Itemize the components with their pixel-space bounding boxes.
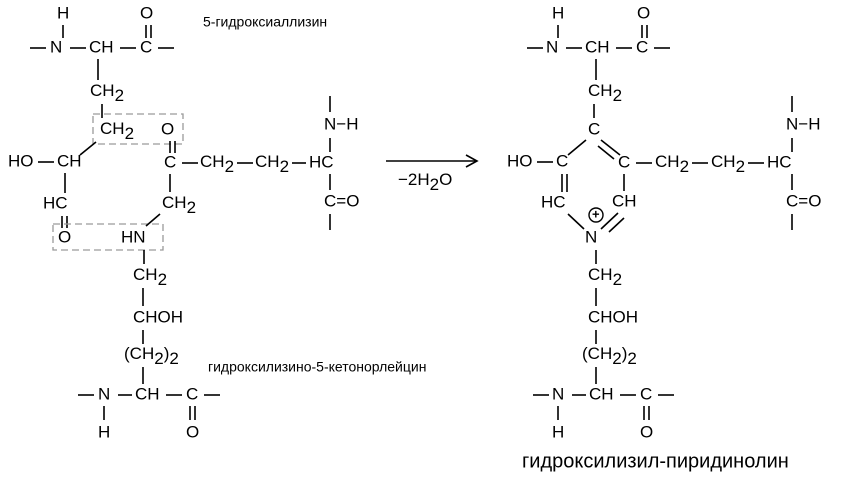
atom-n-bottom: N: [98, 384, 110, 403]
group-choh: CHOH: [133, 307, 183, 326]
atom-h-top: H: [552, 3, 564, 22]
group-nh: HN: [121, 227, 146, 246]
group-hc-right: HC: [767, 152, 792, 171]
reactant-top-name: 5-гидроксиаллизин: [203, 14, 327, 30]
positive-charge-circle: [588, 207, 604, 223]
atom-h-top: H: [57, 3, 69, 22]
atom-o-bottom: O: [640, 422, 653, 441]
group-ch2-2: CH2: [100, 119, 134, 143]
reactant-bottom-name: гидроксилизино-5-кетонорлейцин: [208, 359, 426, 375]
group-nh-right: N−H: [786, 114, 820, 133]
group-nh-right: N−H: [324, 114, 358, 133]
group-ch2-n: (CH2)2: [582, 344, 637, 368]
bond: [600, 212, 619, 230]
atom-ch-top: CH: [89, 37, 114, 56]
bond: [145, 213, 161, 227]
atom-ch-bottom: CH: [135, 384, 160, 403]
atom-ch-top: CH: [585, 37, 610, 56]
group-ch2-3: CH2: [200, 152, 234, 176]
reaction-arrow: −2H2O: [386, 154, 479, 194]
highlight-box-nh: [52, 223, 164, 251]
bond: [597, 145, 615, 160]
group-c-eq-o: C=O: [324, 191, 359, 210]
group-ch-ring: CH: [612, 191, 637, 210]
atom-o-top: O: [140, 3, 153, 22]
atom-c-bottom: C: [186, 384, 198, 403]
product-molecule: H N CH C O CH2 C HO C HC C CH N +: [507, 3, 821, 472]
group-ch2-4: CH2: [711, 152, 745, 176]
atom-c-ring-top: C: [588, 119, 600, 138]
group-ho: HO: [8, 151, 34, 170]
group-ho: HO: [507, 151, 533, 170]
highlight-box-ch2: [92, 113, 184, 145]
group-ch2-n: (CH2)2: [124, 344, 179, 368]
group-hc: HC: [43, 193, 68, 212]
group-ch2-1: CH2: [588, 81, 622, 105]
group-ch2-4: CH2: [255, 152, 289, 176]
product-name: гидроксилизил-пиридинолин: [522, 450, 789, 472]
atom-n-top: N: [50, 37, 62, 56]
bond: [600, 139, 621, 156]
atom-c-bottom: C: [640, 384, 652, 403]
atom-n-top: N: [546, 37, 558, 56]
reactant-molecule: H N CH C O 5-гидроксиаллизин CH2 CH2 O H…: [8, 3, 426, 441]
group-ch2-1: CH2: [90, 81, 124, 105]
positive-charge: +: [592, 206, 600, 221]
atom-c-keto: C: [164, 152, 176, 171]
atom-o-top: O: [637, 3, 650, 22]
byproduct-label: −2H2O: [398, 170, 452, 194]
atom-n-bottom: N: [552, 384, 564, 403]
atom-c-top: C: [140, 37, 152, 56]
atom-c-top: C: [636, 37, 648, 56]
group-ch2-3: CH2: [655, 152, 689, 176]
bond: [79, 141, 97, 156]
atom-h-bottom: H: [98, 422, 110, 441]
atom-h-bottom: H: [552, 422, 564, 441]
group-ch2-6: CH2: [133, 265, 167, 289]
atom-n-ring: N: [585, 227, 597, 246]
bond: [567, 139, 587, 156]
group-hc: HC: [541, 192, 566, 211]
arrow-head: [465, 154, 479, 168]
atom-ch-ring: CH: [57, 151, 82, 170]
group-choh: CHOH: [588, 307, 638, 326]
bond: [608, 217, 625, 233]
atom-c-ring-right: C: [618, 152, 630, 171]
atom-o-aldehyde: O: [58, 227, 71, 246]
atom-o-bottom: O: [186, 422, 199, 441]
group-ch2-6: CH2: [588, 265, 622, 289]
atom-ch-bottom: CH: [589, 384, 614, 403]
group-hc-right: HC: [309, 152, 334, 171]
group-ch2-5: CH2: [162, 193, 196, 217]
group-c-eq-o: C=O: [786, 191, 821, 210]
atom-o-keto: O: [161, 119, 174, 138]
bond: [567, 213, 585, 230]
atom-c-ring-left: C: [556, 151, 568, 170]
